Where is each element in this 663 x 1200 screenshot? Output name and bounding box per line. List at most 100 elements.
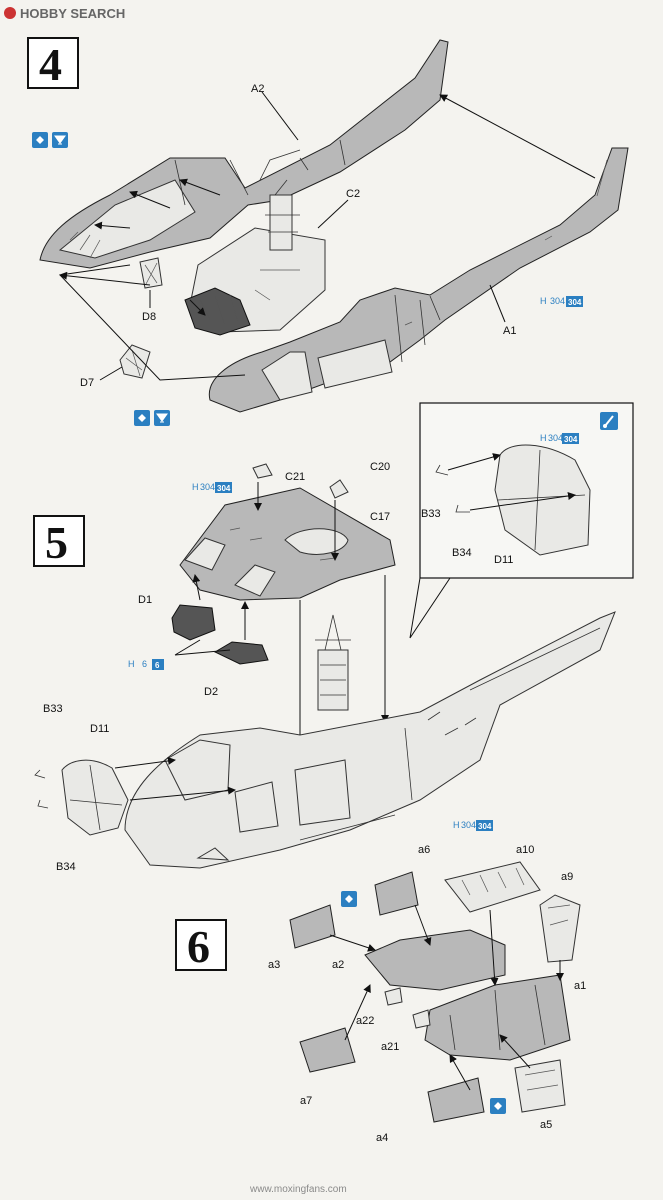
part-b34 [37, 799, 49, 809]
label-a9: a9 [561, 871, 573, 883]
tail-boom-line [469, 627, 601, 691]
step-6-box [175, 919, 227, 971]
label-d7: D7 [80, 377, 94, 389]
part-d8 [139, 257, 163, 289]
arrow-window-2 [179, 178, 221, 196]
label-a2: a2 [332, 959, 344, 971]
part-d1 [171, 604, 216, 641]
a1-cabin-window [317, 339, 393, 389]
svg-text:304: 304 [548, 433, 563, 443]
brand-name: HOBBY SEARCH [20, 6, 125, 21]
inset-arrow-b33 [447, 453, 501, 471]
arrow-engine [189, 299, 206, 316]
part-b33 [34, 769, 46, 779]
d8-hatch [144, 262, 158, 285]
label-a21: a21 [381, 1041, 399, 1053]
paint-code-a10: H 304 304 [453, 820, 493, 831]
arrow-a5 [499, 1034, 531, 1069]
paint-code-c17: H 304 304 [192, 482, 232, 493]
svg-text:304: 304 [461, 820, 476, 830]
label-a1: A1 [503, 325, 516, 337]
inset-label-d11: D11 [494, 554, 513, 566]
label-a7: a7 [300, 1095, 312, 1107]
svg-text:H: H [128, 659, 135, 669]
option-swap-icon-2 [134, 410, 150, 426]
detail-inset: H 304 304 B33 B34 D11 [409, 402, 634, 639]
c17-cutout [284, 528, 349, 555]
part-a7 [299, 1027, 356, 1073]
part-d7 [119, 344, 151, 379]
a1-detail-lines [394, 294, 441, 363]
a10-vents [461, 867, 525, 896]
c17-window-left [184, 537, 226, 571]
part-a1 [208, 147, 629, 413]
body-panel-lines [299, 711, 477, 841]
footer-watermark: www.moxingfans.com [249, 1184, 347, 1195]
part-a21 [412, 1009, 431, 1029]
watermark-text: www.moxingfans.com [249, 1184, 347, 1195]
part-a5 [514, 1059, 566, 1113]
inset-arrow-b34 [469, 492, 576, 511]
assembly-path [58, 264, 246, 381]
brand-logo-icon [4, 7, 16, 19]
arrow-d1 [192, 574, 201, 601]
skid-mount [196, 847, 230, 861]
d7-hatch [125, 349, 143, 377]
paint-code-a1: H 304 304 [540, 296, 583, 307]
arrow-d11-1 [114, 756, 176, 769]
svg-text:304: 304 [200, 482, 215, 492]
label-a2: A2 [251, 83, 264, 95]
leader-a2 [261, 91, 299, 141]
svg-text:304: 304 [478, 822, 492, 831]
label-a1: a1 [574, 980, 586, 992]
label-a3: a3 [268, 959, 280, 971]
svg-text:H: H [540, 296, 547, 306]
a1-door-window [261, 351, 313, 401]
step-4-box [27, 37, 79, 89]
label-d11: D11 [90, 723, 109, 735]
rotor-mast [315, 614, 351, 711]
part-a10 [444, 861, 541, 913]
d11-frame [69, 764, 123, 831]
arrow-a7 [344, 984, 371, 1041]
svg-text:304: 304 [550, 296, 565, 306]
a2-inner-panel [58, 179, 196, 259]
inset-b34 [455, 504, 470, 513]
label-a4: a4 [376, 1132, 388, 1144]
label-d1: D1 [138, 594, 152, 606]
site-header: HOBBY SEARCH [4, 6, 125, 21]
svg-text:6: 6 [142, 659, 147, 669]
part-c21 [252, 463, 273, 479]
inset-pointer [409, 577, 451, 639]
part-a22 [384, 987, 403, 1006]
label-a5: a5 [540, 1119, 552, 1131]
leader-c2 [317, 199, 349, 229]
arrow-nose [59, 271, 151, 286]
arrow-a4 [449, 1054, 471, 1091]
part-a4 [427, 1077, 485, 1123]
step-6: 6 a6 a10 a9 a3 a2 a1 a22 [175, 820, 586, 1144]
label-c2: C2 [346, 188, 360, 200]
part-d2 [213, 641, 269, 665]
helicopter-body [124, 611, 616, 869]
leader-d1-d2 [174, 639, 231, 656]
arrow-d11-2 [129, 786, 236, 801]
svg-text:304: 304 [568, 298, 582, 307]
svg-text:6: 6 [155, 661, 160, 670]
label-b33: B33 [43, 703, 63, 715]
cement-icon-2 [154, 410, 170, 426]
arrow-tail-to-a2 [439, 94, 596, 179]
option-swap-icon-3 [341, 891, 357, 907]
step-5-box [33, 515, 85, 567]
paint-code-h6: H 6 6 [128, 659, 164, 670]
arrow-a6 [414, 904, 432, 946]
svg-text:304: 304 [217, 484, 231, 493]
c17-window-right [234, 564, 276, 597]
label-a22: a22 [356, 1015, 374, 1027]
cabin-window [294, 759, 351, 826]
arrow-window-1 [129, 190, 171, 209]
a5-detail [524, 1069, 559, 1091]
option-swap-icon-4 [490, 1098, 506, 1114]
arrow-a10 [489, 909, 499, 986]
label-c17: C17 [370, 511, 390, 523]
